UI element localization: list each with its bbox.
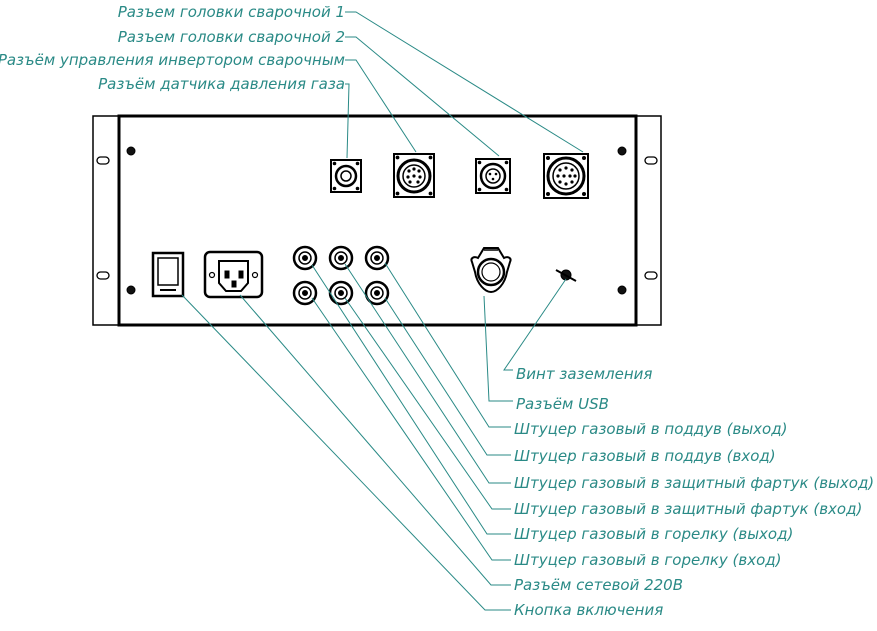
left-rack-ear bbox=[92, 115, 120, 326]
gas-fitting-torch-in bbox=[292, 280, 318, 306]
ear-slot bbox=[644, 271, 658, 280]
leader-line bbox=[181, 294, 511, 611]
label-blow-out: Штуцер газовый в поддув (выход) bbox=[514, 420, 787, 438]
screw-icon bbox=[617, 285, 627, 295]
labels-bottom: Винт заземления Разъём USB Штуцер газовы… bbox=[514, 365, 874, 619]
label-torch-out: Штуцер газовый в горелку (выход) bbox=[514, 525, 793, 543]
ear-slot bbox=[96, 271, 110, 280]
leader-line bbox=[345, 83, 350, 159]
label-mains-socket: Разъём сетевой 220В bbox=[514, 576, 683, 594]
leader-line bbox=[344, 263, 511, 484]
leader-line bbox=[503, 278, 567, 371]
leader-line bbox=[483, 295, 513, 402]
label-gas-pressure-sensor: Разъём датчика давления газа bbox=[98, 75, 345, 93]
label-inverter-control: Разъём управления инвертором сварочным bbox=[0, 51, 345, 69]
gas-pressure-sensor-connector bbox=[330, 159, 362, 193]
welding-head-2-connector bbox=[475, 158, 511, 194]
mains-socket-220v bbox=[203, 250, 264, 299]
screw-icon bbox=[126, 146, 136, 156]
ear-slot bbox=[644, 156, 658, 165]
leader-line bbox=[239, 294, 511, 586]
rack-panel bbox=[92, 114, 662, 327]
panel-face bbox=[117, 114, 638, 327]
label-apron-in: Штуцер газовый в защитный фартук (вход) bbox=[514, 500, 862, 518]
gas-fitting-apron-in bbox=[328, 280, 354, 306]
power-switch bbox=[151, 251, 185, 298]
leader-lines bbox=[181, 11, 584, 611]
ear-slot bbox=[96, 156, 110, 165]
leader-line bbox=[384, 262, 511, 428]
leader-line bbox=[311, 297, 511, 561]
label-welding-head-1: Разъем головки сварочной 1 bbox=[118, 3, 345, 21]
ground-screw-icon bbox=[555, 269, 577, 282]
leader-line bbox=[345, 36, 500, 157]
leader-line bbox=[384, 297, 511, 456]
labels-top: Разъем головки сварочной 1 Разъем головк… bbox=[0, 3, 345, 93]
label-apron-out: Штуцер газовый в защитный фартук (выход) bbox=[514, 474, 874, 492]
gas-fitting-apron-out bbox=[328, 245, 354, 271]
panel-screws bbox=[126, 146, 627, 295]
right-rack-ear bbox=[635, 115, 662, 326]
screw-icon bbox=[617, 146, 627, 156]
leader-line bbox=[345, 11, 584, 153]
gas-fitting-blow-out bbox=[364, 245, 390, 271]
label-torch-in: Штуцер газовый в горелку (вход) bbox=[514, 551, 782, 569]
gas-fittings bbox=[292, 245, 390, 306]
label-welding-head-2: Разъем головки сварочной 2 bbox=[118, 28, 345, 46]
label-blow-in: Штуцер газовый в поддув (вход) bbox=[514, 447, 776, 465]
leader-line bbox=[311, 264, 511, 535]
leader-line bbox=[344, 297, 511, 510]
label-power-button: Кнопка включения bbox=[514, 601, 663, 619]
inverter-control-connector bbox=[393, 153, 435, 198]
leader-line bbox=[345, 59, 417, 153]
usb-connector bbox=[470, 247, 512, 294]
label-usb: Разъём USB bbox=[516, 395, 609, 413]
label-ground-screw: Винт заземления bbox=[516, 365, 652, 383]
gas-fitting-torch-out bbox=[292, 245, 318, 271]
gas-fitting-blow-in bbox=[364, 280, 390, 306]
screw-icon bbox=[126, 285, 136, 295]
welding-head-1-connector bbox=[543, 153, 589, 199]
